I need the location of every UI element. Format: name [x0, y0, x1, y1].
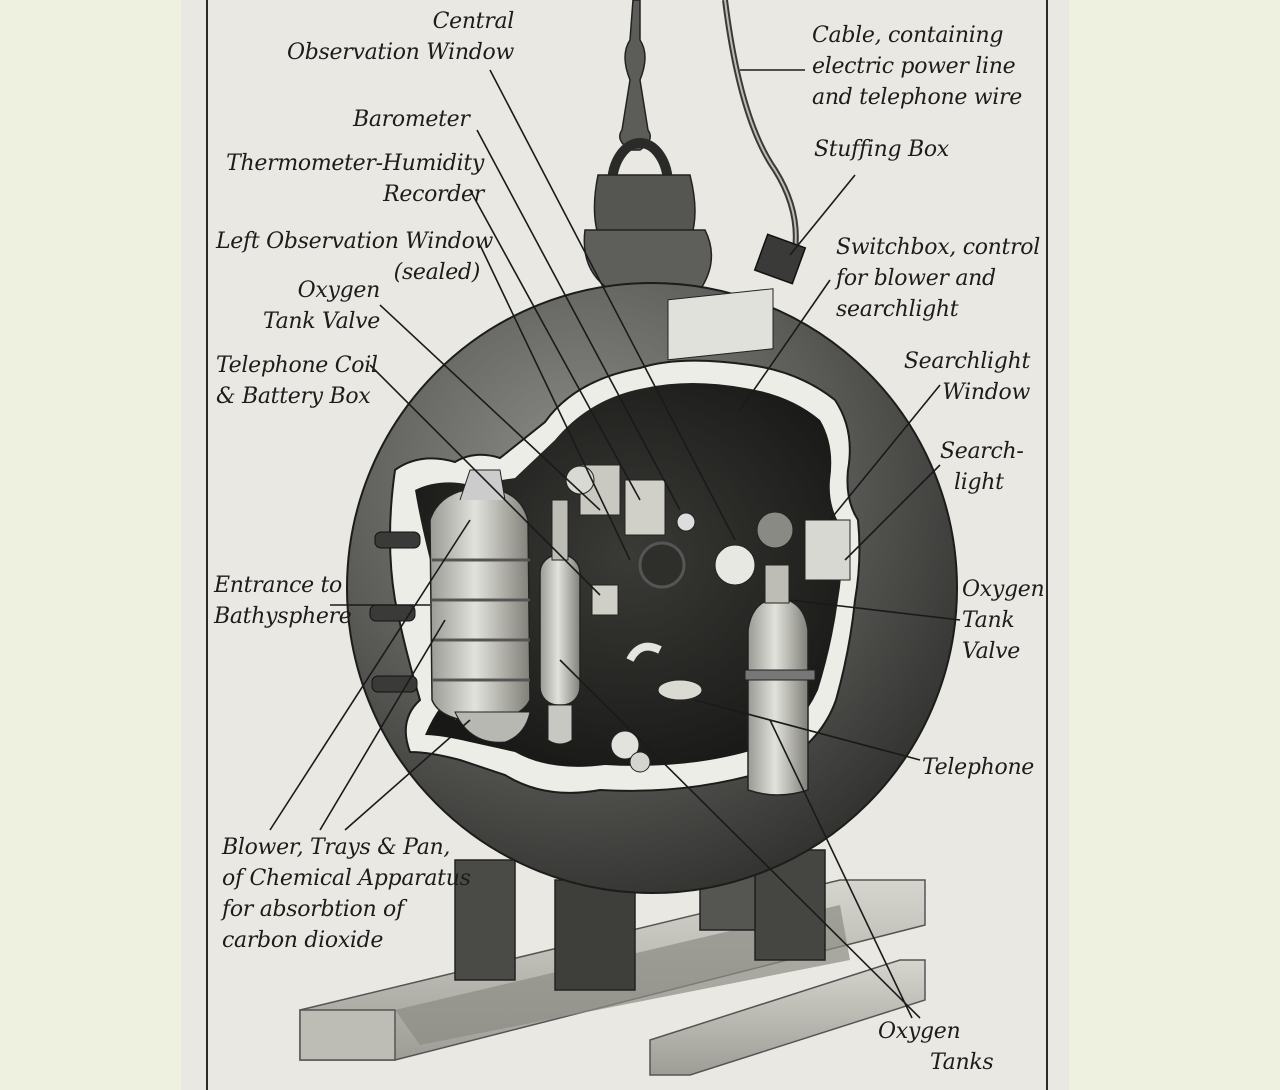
blower-apparatus — [429, 469, 531, 743]
label-line: searchlight — [836, 297, 959, 322]
right-border-rule — [1046, 0, 1048, 1090]
label-line: Thermometer-Humidity — [226, 151, 484, 176]
label-central-observation-window: Central Observation Window — [286, 6, 514, 68]
label-line: Tank Valve — [262, 309, 380, 334]
label-telephone-coil-battery-box: Telephone Coil & Battery Box — [216, 350, 378, 412]
label-stuffing-box: Stuffing Box — [814, 134, 949, 165]
label-line: (sealed) — [393, 260, 481, 285]
label-line: Window — [942, 380, 1030, 405]
label-line: for blower and — [836, 266, 996, 291]
label-line: Oxygen — [878, 1019, 961, 1044]
label-entrance-to-bathysphere: Entrance to Bathysphere — [214, 570, 352, 632]
label-thermometer-humidity-recorder: Thermometer-Humidity Recorder — [216, 148, 484, 210]
instrument-panel — [565, 288, 851, 616]
label-line: Entrance to — [214, 573, 342, 598]
label-line: Bathysphere — [214, 604, 352, 629]
oxygen-tank-right — [744, 511, 816, 796]
label-left-observation-window: Left Observation Window (sealed) — [216, 226, 494, 288]
label-cable: Cable, containing electric power line an… — [812, 20, 1022, 113]
power-cable-highlight — [724, 0, 797, 251]
leader-lines — [269, 69, 961, 1019]
label-line: electric power line — [812, 54, 1016, 79]
label-line: Switchbox, control — [836, 235, 1040, 260]
label-line: Oxygen — [297, 278, 381, 303]
label-line: Blower, Trays & Pan, — [222, 835, 451, 860]
label-line: Recorder — [383, 182, 484, 207]
label-line: Tank — [962, 608, 1015, 633]
telephone-shape — [610, 642, 703, 773]
suspension-hook — [583, 0, 713, 291]
label-line: Tanks — [930, 1050, 994, 1075]
label-line: Cable, containing — [812, 23, 1004, 48]
power-cable — [722, 0, 799, 251]
label-barometer: Barometer — [353, 104, 470, 135]
label-line: Telephone — [922, 755, 1035, 780]
label-oxygen-tanks: Oxygen Tanks — [878, 1016, 994, 1078]
label-oxygen-tank-valve-right: Oxygen Tank Valve — [962, 574, 1045, 667]
label-line: carbon dioxide — [222, 928, 384, 953]
label-line: Oxygen — [962, 577, 1045, 602]
label-searchlight-window: Searchlight Window — [880, 346, 1030, 408]
label-line: for absorbtion of — [222, 897, 404, 922]
label-searchlight: Search- light — [940, 436, 1024, 498]
label-line: Stuffing Box — [814, 137, 949, 162]
label-line: Observation Window — [287, 40, 514, 65]
label-line: and telephone wire — [812, 85, 1022, 110]
label-line: Central — [432, 9, 515, 34]
label-line: Telephone Coil — [216, 353, 378, 378]
label-line: light — [954, 470, 1004, 495]
label-line: Searchlight — [903, 349, 1030, 374]
label-line: & Battery Box — [216, 384, 371, 409]
label-switchbox: Switchbox, control for blower and search… — [836, 232, 1040, 325]
label-line: Left Observation Window — [216, 229, 494, 254]
label-line: Search- — [940, 439, 1024, 464]
label-line: of Chemical Apparatus — [222, 866, 471, 891]
label-telephone: Telephone — [922, 752, 1034, 783]
label-line: Barometer — [353, 107, 470, 132]
left-border-rule — [206, 0, 208, 1090]
stuffing-box-shape — [753, 233, 807, 285]
label-line: Valve — [962, 639, 1020, 664]
label-oxygen-tank-valve-left: Oxygen Tank Valve — [240, 275, 380, 337]
label-blower-chemical-apparatus: Blower, Trays & Pan, of Chemical Apparat… — [222, 832, 471, 956]
entrance-bolts — [369, 531, 421, 693]
oxygen-tank-left — [539, 499, 581, 745]
